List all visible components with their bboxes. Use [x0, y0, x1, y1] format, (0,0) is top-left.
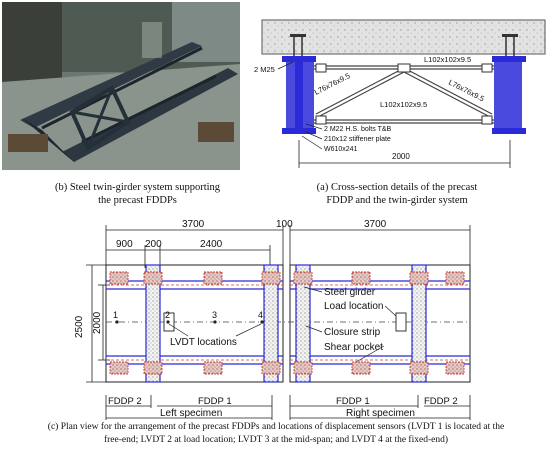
label-bolt-m25: 2 M25	[254, 65, 275, 74]
gusset-plates	[315, 63, 493, 125]
plan-caption-line1: (c) Plan view for the arrangement of the…	[47, 422, 505, 432]
leader-m25	[277, 61, 294, 70]
shear-studs	[293, 36, 515, 56]
precast-slab	[261, 19, 546, 55]
stud-heads	[290, 34, 518, 37]
dim-200: 200	[145, 239, 162, 250]
load-location-boxes	[163, 312, 407, 332]
dim-section-width-label: 2000	[392, 152, 410, 161]
twin-girder-photo	[2, 2, 240, 170]
panel-fddp2-right: FDDP 2	[424, 396, 458, 407]
lvdt-locations-label: LVDT locations	[170, 337, 237, 348]
label-diag-left: L76x76x9.5	[313, 71, 352, 97]
lvdt-2-label: 2	[165, 310, 170, 320]
slab-texture	[262, 20, 545, 54]
lvdt-markers	[115, 320, 264, 324]
left-girder-section	[282, 56, 316, 134]
lvdt-3-label: 3	[212, 310, 217, 320]
plan-top-dims	[105, 225, 471, 268]
panel-fddp1-right: FDDP 1	[336, 396, 370, 407]
label-bolts-m22: 2 M22 H.S. bolts T&B	[324, 126, 392, 133]
shear-pockets	[109, 271, 465, 375]
dim-section-width	[298, 140, 511, 168]
left-specimen-label: Left specimen	[160, 408, 222, 419]
section-caption-line2: FDDP and the twin-girder system	[326, 195, 468, 206]
photo-caption: (b) Steel twin-girder system supporting …	[30, 181, 245, 207]
lvdt-4-label: 4	[258, 310, 263, 320]
lvdt-1-label: 1	[113, 310, 118, 320]
right-specimen-slab	[289, 264, 471, 383]
leaders-section	[301, 123, 323, 150]
legend-closure-strip: Closure strip	[324, 327, 381, 338]
plan-caption: (c) Plan view for the arrangement of the…	[6, 421, 546, 446]
photo-caption-line2: the precast FDDPs	[98, 195, 177, 206]
closure-strips	[145, 264, 427, 383]
label-top-angle: L102x102x9.5	[424, 55, 471, 64]
dim-gap: 100	[276, 219, 293, 230]
panel-fddp2-left: FDDP 2	[108, 396, 142, 407]
right-girder-section	[492, 56, 526, 134]
lvdt-1-marker	[115, 320, 119, 324]
section-caption: (a) Cross-section details of the precast…	[292, 181, 502, 207]
section-caption-line1: (a) Cross-section details of the precast	[316, 182, 478, 193]
right-specimen-label: Right specimen	[346, 408, 415, 419]
label-diag-right: L76x76x9.5	[447, 78, 486, 104]
legend-steel-girder: Steel girder	[324, 287, 376, 298]
cross-bracing	[314, 65, 494, 124]
left-specimen-slab	[105, 264, 284, 383]
legend-leaders	[303, 286, 397, 363]
plan-left-dims	[86, 264, 110, 383]
dim-width-inner: 2000	[92, 311, 103, 334]
legend-load-location: Load location	[324, 301, 384, 312]
dim-width-outer: 2500	[74, 315, 85, 338]
girder-centerlines	[106, 284, 470, 361]
lvdt-leaders	[168, 323, 262, 337]
plan-bottom-dims	[105, 395, 471, 420]
dim-900: 900	[116, 239, 133, 250]
photo-caption-line1: (b) Steel twin-girder system supporting	[54, 182, 221, 193]
dim-left-span: 3700	[182, 219, 205, 230]
lvdt-4-marker	[260, 320, 264, 324]
plan-caption-line2: free-end; LVDT 2 at load location; LVDT …	[103, 434, 449, 445]
label-girder: W610x241	[324, 146, 358, 153]
dim-right-span: 3700	[364, 219, 387, 230]
label-stiffener: 210x12 stiffener plate	[324, 136, 391, 143]
legend-shear-pocket: Shear pocket	[324, 342, 383, 353]
twin-girder-photo-drawing	[2, 2, 240, 170]
dim-2400: 2400	[200, 239, 223, 250]
lvdt-3-marker	[213, 320, 217, 324]
label-bottom-angle: L102x102x9.5	[380, 100, 427, 109]
panel-fddp1-left: FDDP 1	[198, 396, 232, 407]
lvdt-2-marker	[166, 320, 170, 324]
girder-lines	[106, 280, 470, 365]
